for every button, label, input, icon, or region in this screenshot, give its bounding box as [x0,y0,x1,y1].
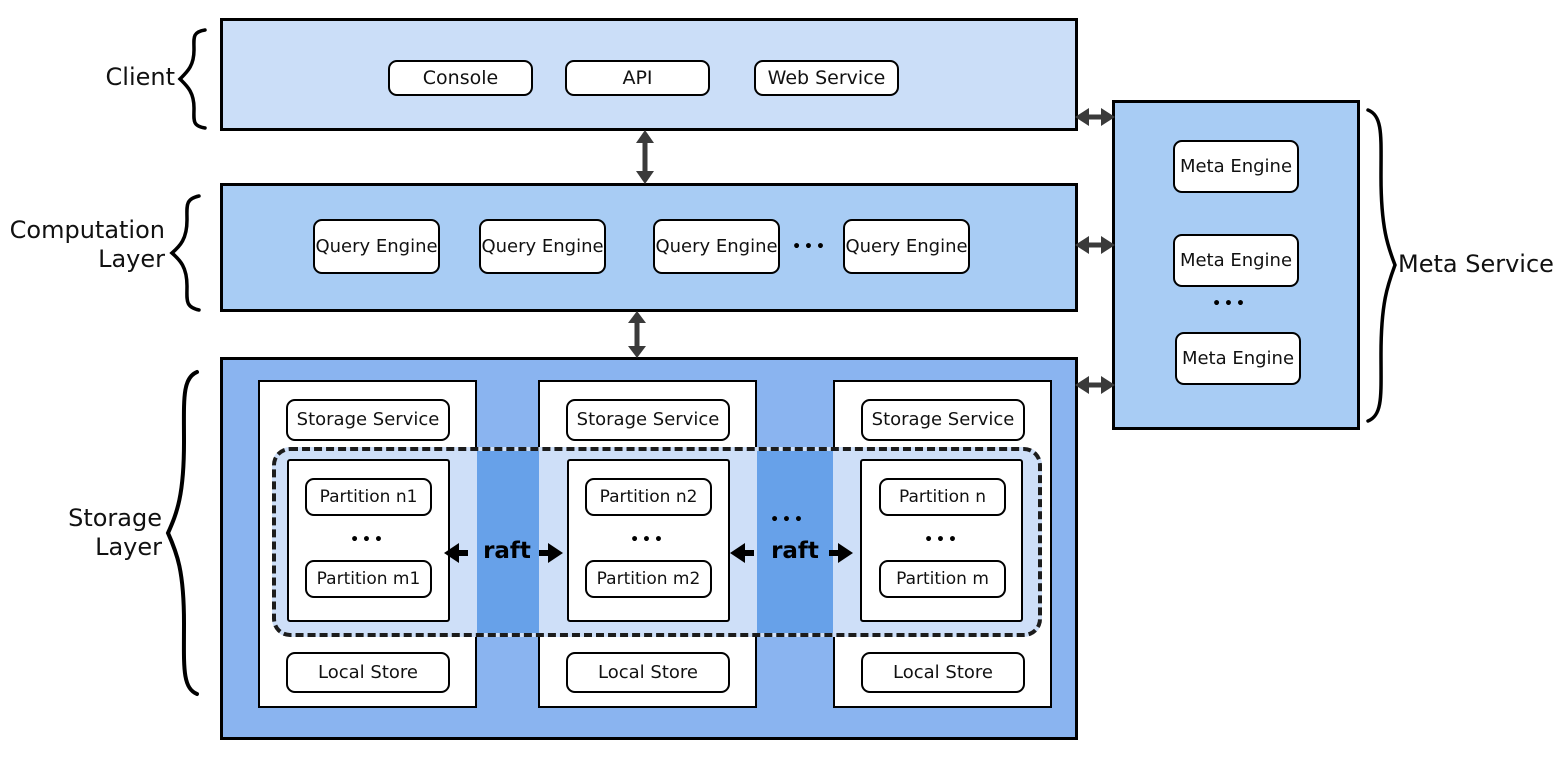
client-meta-arrow-icon [1075,108,1115,126]
client-computation-arrow-icon [636,130,654,184]
local-store-box: Local Store [861,652,1025,693]
partition-box: Partition m2 [585,560,712,598]
meta-service-label: Meta Service [1398,250,1554,278]
storage-layer-label-line2: Layer [95,533,162,561]
raft-arrow-left-icon [444,543,468,563]
local-store-box: Local Store [286,652,450,693]
storage-service-box: Storage Service [566,399,730,441]
storage-service-box: Storage Service [286,399,450,441]
partition-box: Partition n2 [585,478,712,516]
partition-ellipsis: ••• [924,532,960,548]
query-engine-box: Query Engine [843,219,970,274]
storage-meta-arrow-icon [1075,376,1115,394]
console-box: Console [388,60,533,96]
replica-gap-strip [757,451,833,633]
storage-service-box: Storage Service [861,399,1025,441]
raft-arrow-left-icon [730,543,754,563]
meta-engine-ellipsis: ••• [1212,296,1248,312]
node-ellipsis: ••• [770,512,806,528]
raft-arrow-right-icon [829,543,853,563]
client-brace-icon [177,28,207,130]
local-store-box: Local Store [566,652,730,693]
meta-service-brace-icon [1366,108,1397,423]
query-engine-ellipsis: ••• [792,239,828,255]
meta-engine-box: Meta Engine [1175,332,1301,385]
query-engine-box: Query Engine [653,219,780,274]
raft-arrow-right-icon [539,543,563,563]
raft-label: raft [771,538,819,564]
meta-engine-box: Meta Engine [1173,140,1299,193]
computation-layer-label-line2: Layer [98,245,165,273]
computation-layer-label-line1: Computation [9,216,165,244]
partition-box: Partition n [879,478,1006,516]
query-engine-box: Query Engine [479,219,606,274]
storage-layer-label: Storage Layer [60,504,162,562]
partition-ellipsis: ••• [350,532,386,548]
replica-gap-strip [477,451,539,633]
computation-storage-arrow-icon [628,311,646,358]
partition-ellipsis: ••• [630,532,666,548]
partition-box: Partition n1 [305,478,432,516]
partition-box: Partition m [879,560,1006,598]
partition-box: Partition m1 [305,560,432,598]
storage-layer-label-line1: Storage [68,504,162,532]
query-engine-box: Query Engine [313,219,440,274]
meta-engine-box: Meta Engine [1173,234,1299,287]
web-service-box: Web Service [754,60,899,96]
client-layer-label: Client [105,63,175,91]
computation-meta-arrow-icon [1075,236,1115,254]
computation-brace-icon [169,194,201,312]
storage-brace-icon [165,370,199,696]
api-box: API [565,60,710,96]
raft-label: raft [483,538,531,564]
computation-layer-label: Computation Layer [5,216,165,274]
